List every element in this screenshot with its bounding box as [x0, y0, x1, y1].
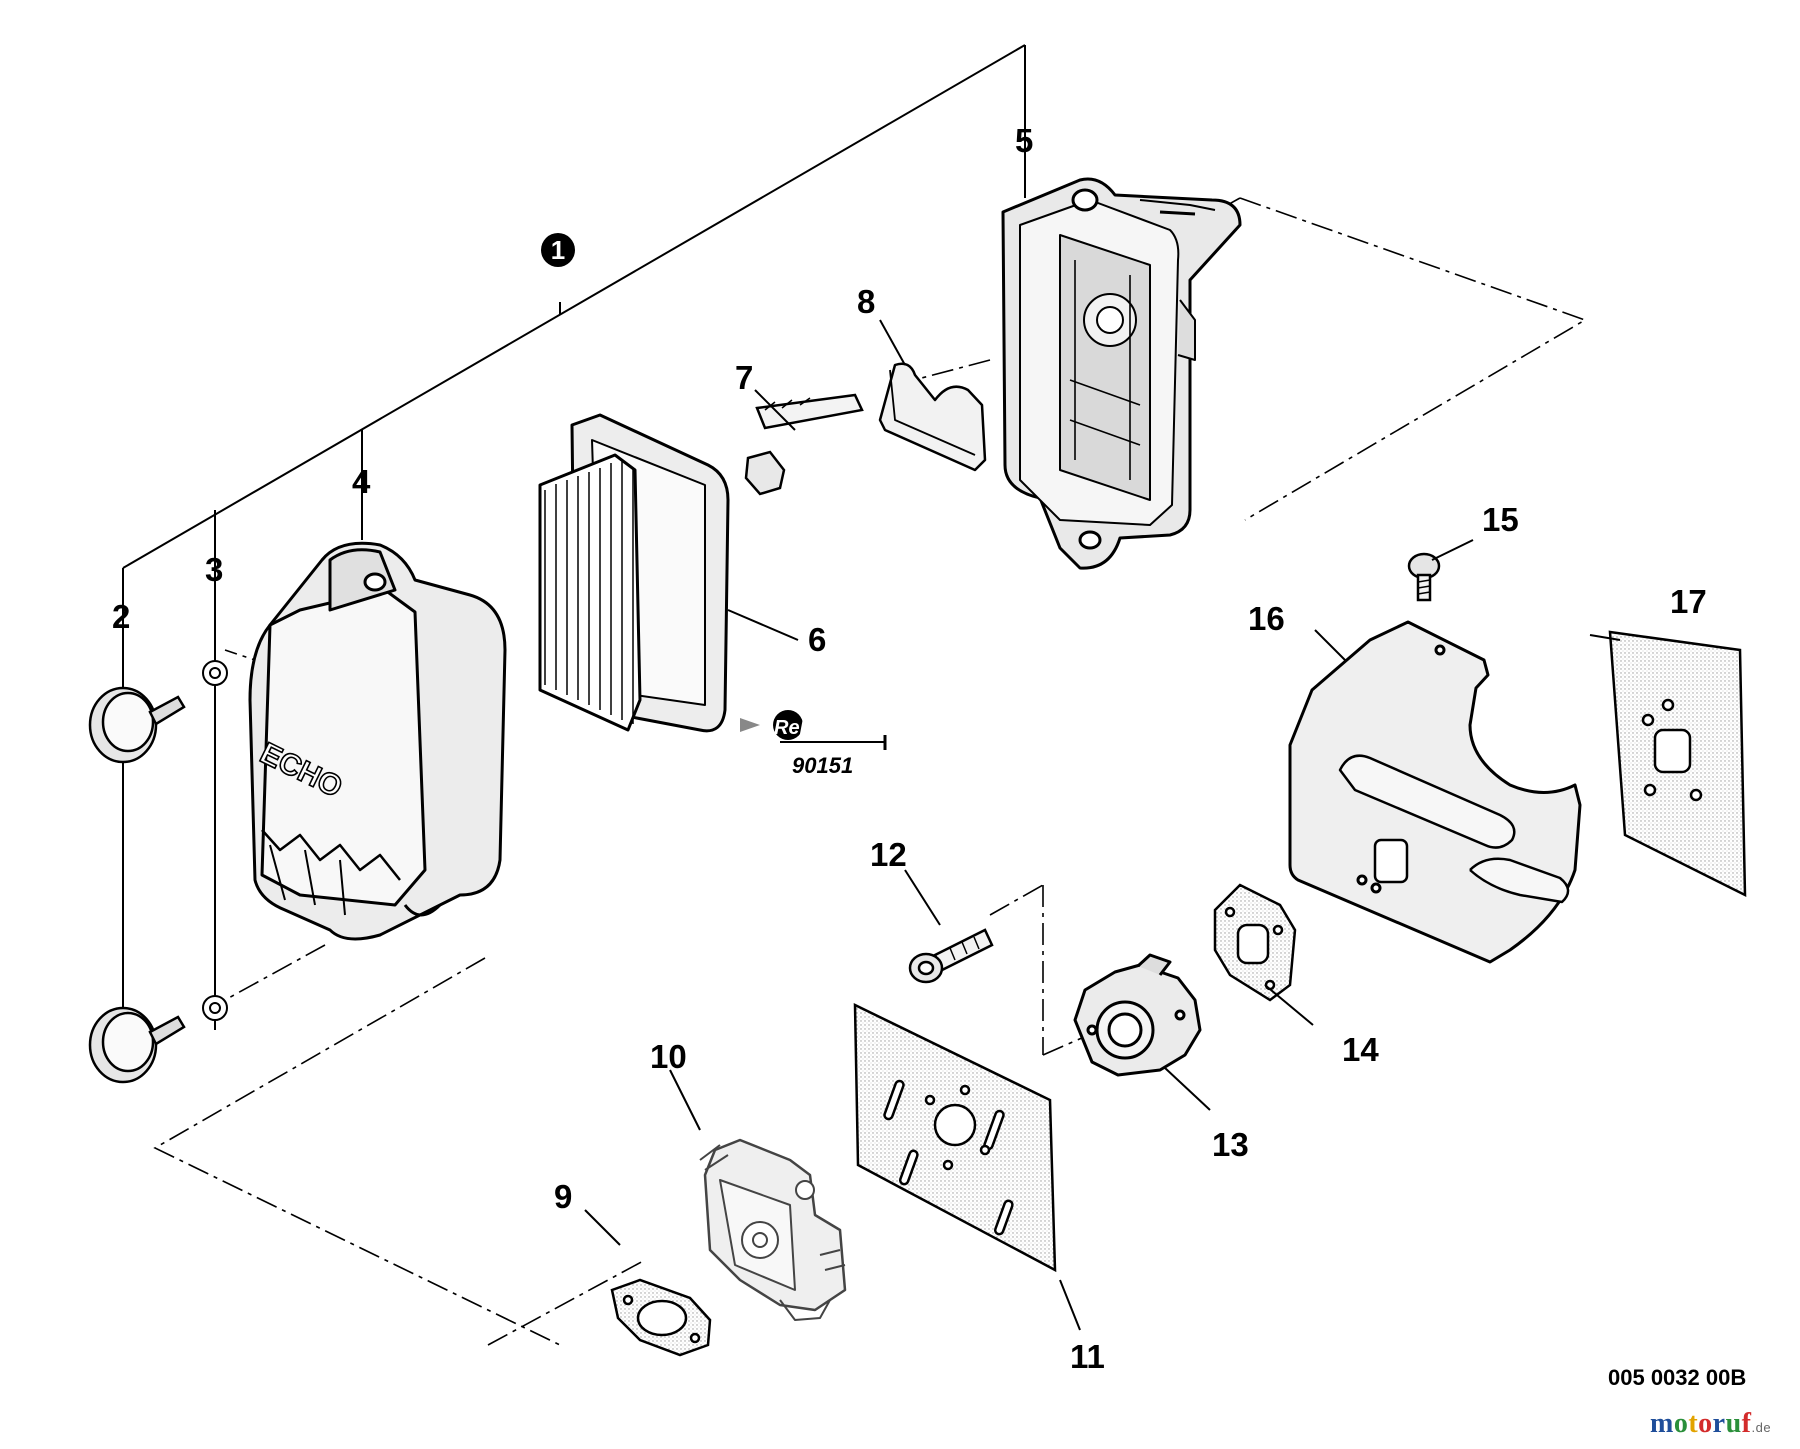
gasket-14	[1213, 883, 1297, 1002]
watermark: motoruf.de	[1650, 1408, 1771, 1440]
callout-17: 17	[1670, 583, 1707, 620]
star-washer-top	[202, 660, 228, 686]
repower-brand-text: RePower	[774, 717, 861, 739]
callout-7: 7	[735, 359, 754, 396]
bracket-8	[878, 362, 987, 472]
assembly-callout: 1	[541, 233, 575, 267]
watermark-letter: u	[1725, 1408, 1742, 1439]
repower-logo: RePower	[740, 710, 887, 750]
plate-16	[1288, 620, 1582, 964]
watermark-letter: t	[1688, 1408, 1699, 1439]
watermark-tld: .de	[1751, 1420, 1772, 1435]
air-filter-cover	[248, 541, 507, 941]
air-filter-element	[538, 413, 730, 733]
callout-12: 12	[870, 836, 907, 873]
knob-top	[88, 686, 186, 764]
callout-5: 5	[1015, 122, 1034, 159]
watermark-letter: o	[1673, 1408, 1689, 1439]
star-washer-bottom	[202, 995, 228, 1021]
watermark-letter: m	[1650, 1408, 1674, 1439]
callout-6: 6	[808, 621, 827, 658]
watermark-letter: f	[1741, 1408, 1752, 1439]
callout-3: 3	[205, 551, 224, 588]
knob-bottom	[88, 1006, 186, 1084]
screw-15	[1407, 552, 1441, 602]
carburetor-10	[699, 1138, 847, 1321]
bolt-12	[908, 928, 994, 984]
callout-10: 10	[650, 1038, 687, 1075]
callout-16: 16	[1248, 600, 1285, 637]
callout-2: 2	[112, 598, 131, 635]
gasket-17	[1608, 630, 1747, 898]
filter-pleats	[544, 459, 634, 724]
watermark-letter: r	[1712, 1408, 1726, 1439]
bolt-7	[744, 393, 864, 496]
callout-15: 15	[1482, 501, 1519, 538]
callout-13: 13	[1212, 1126, 1249, 1163]
gasket-11	[853, 1002, 1057, 1273]
callout-9: 9	[554, 1178, 573, 1215]
insulator-13	[1073, 953, 1202, 1077]
watermark-name: motoruf	[1650, 1408, 1752, 1439]
callout-11: 11	[1070, 1338, 1105, 1375]
document-number: 005 0032 00B	[1608, 1365, 1747, 1390]
gasket-9	[610, 1278, 712, 1357]
callout-8: 8	[857, 283, 876, 320]
watermark-letter: o	[1698, 1408, 1713, 1439]
leader-lines	[122, 155, 1621, 1331]
callout-14: 14	[1342, 1031, 1379, 1068]
filter-case	[1001, 177, 1242, 570]
callout-4: 4	[352, 463, 371, 500]
repower-part-number: 90151	[792, 753, 854, 778]
